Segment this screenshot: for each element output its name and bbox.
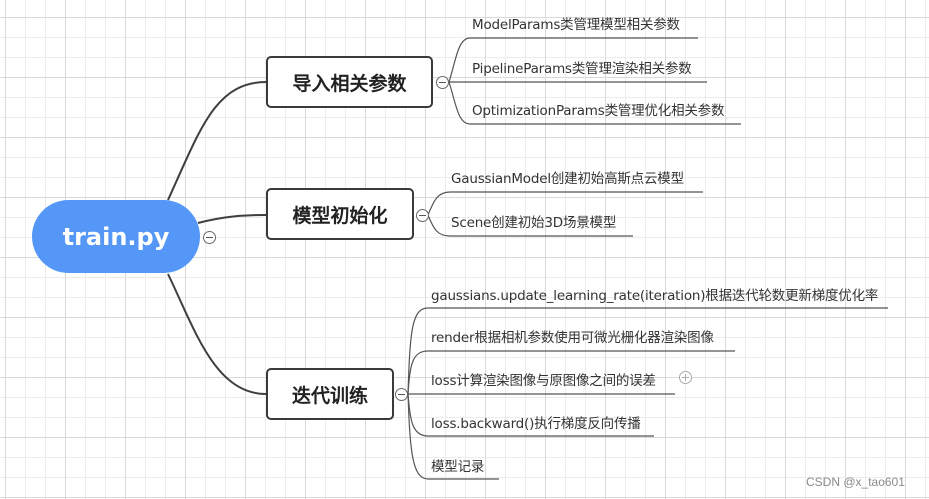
leaf-node[interactable]: render根据相机参数使用可微光栅化器渲染图像 <box>431 330 714 346</box>
branch-label: 模型初始化 <box>292 204 388 227</box>
link-b1-leaf-3 <box>448 81 741 125</box>
link-b3-leaf-2 <box>407 350 735 395</box>
link-b3-leaf-5 <box>407 393 499 480</box>
branch-label: 导入相关参数 <box>292 72 407 95</box>
leaf-node[interactable]: loss.backward()执行梯度反向传播 <box>431 416 641 432</box>
link-root-branch-2 <box>197 214 267 224</box>
link-b3-leaf-1 <box>407 307 888 395</box>
leaf-node[interactable]: loss计算渲染图像与原图像之间的误差 <box>431 373 656 389</box>
expand-toggle-icon[interactable] <box>679 371 692 384</box>
collapse-toggle-icon[interactable] <box>436 76 449 89</box>
collapse-toggle-icon[interactable] <box>416 209 429 222</box>
branch-node-model-init[interactable]: 模型初始化 <box>266 188 414 240</box>
link-root-branch-3 <box>167 273 267 395</box>
collapse-toggle-icon[interactable] <box>203 231 216 244</box>
link-b2-leaf-1 <box>427 191 703 216</box>
branch-node-iterative-training[interactable]: 迭代训练 <box>266 368 394 420</box>
link-b1-leaf-1 <box>448 37 698 83</box>
leaf-node[interactable]: OptimizationParams类管理优化相关参数 <box>472 103 725 119</box>
leaf-node[interactable]: 模型记录 <box>431 459 485 475</box>
link-b2-leaf-2 <box>427 214 633 237</box>
leaf-node[interactable]: ModelParams类管理模型相关参数 <box>472 17 680 33</box>
root-node[interactable]: train.py <box>32 200 200 273</box>
root-label: train.py <box>62 222 170 251</box>
link-root-branch-1 <box>167 81 267 201</box>
watermark: CSDN @x_tao601 <box>806 475 905 489</box>
leaf-node[interactable]: gaussians.update_learning_rate(iteration… <box>431 288 879 304</box>
leaf-node[interactable]: PipelineParams类管理渲染相关参数 <box>472 61 692 77</box>
leaf-node[interactable]: Scene创建初始3D场景模型 <box>451 215 617 231</box>
branch-label: 迭代训练 <box>291 384 368 407</box>
branch-node-import-params[interactable]: 导入相关参数 <box>266 56 433 108</box>
collapse-toggle-icon[interactable] <box>395 388 408 401</box>
leaf-node[interactable]: GaussianModel创建初始高斯点云模型 <box>451 171 684 187</box>
